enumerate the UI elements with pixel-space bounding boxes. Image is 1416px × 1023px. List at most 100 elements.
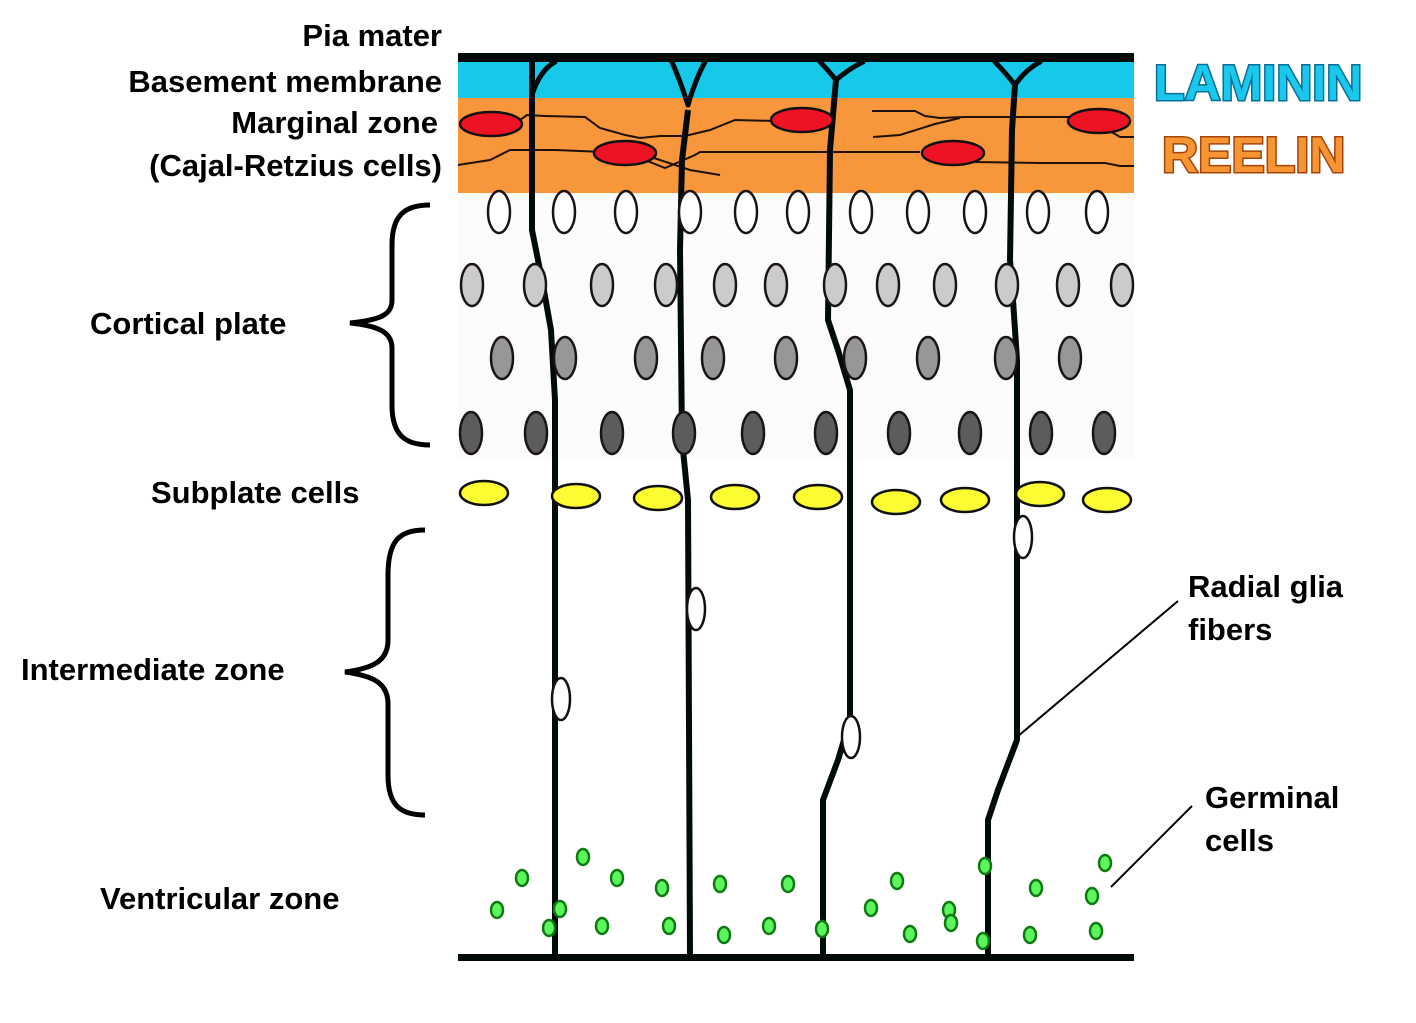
cortical-plate-neuron <box>1055 262 1081 308</box>
cortical-plate-neuron <box>523 410 549 456</box>
cortical-plate-neuron <box>842 335 868 381</box>
cajal-retzius-cell <box>458 110 524 138</box>
cortical-plate-neuron <box>671 410 697 456</box>
germinal-cell <box>712 874 728 894</box>
subplate-cell <box>870 488 922 516</box>
germinal-cell <box>780 874 796 894</box>
intermediate-zone-label: Intermediate zone <box>21 652 285 687</box>
marginal-zone-label: Marginal zone <box>231 105 438 140</box>
cajal-retzius-cell <box>1066 107 1132 135</box>
migrating-neuron <box>685 586 707 632</box>
cortical-plate-neuron <box>822 262 848 308</box>
germinal-cell <box>552 899 568 919</box>
cortical-plate-neuron <box>905 189 931 235</box>
basement-membrane-label: Basement membrane <box>128 64 442 99</box>
cortical-plate-neuron <box>1109 262 1135 308</box>
cortical-plate-neuron <box>763 262 789 308</box>
cortical-plate-neuron <box>773 335 799 381</box>
germinal-cell <box>975 931 991 951</box>
pia-mater-label: Pia mater <box>302 18 442 53</box>
germinal-cell <box>863 898 879 918</box>
germinal-cell <box>1022 925 1038 945</box>
cortical-plate-neuron <box>957 410 983 456</box>
cortical-plate-neuron <box>1084 189 1110 235</box>
cortical-plate-neuron <box>740 410 766 456</box>
migrating-neuron <box>550 676 572 722</box>
cortical-plate-neuron <box>994 262 1020 308</box>
reelin-label: REELIN <box>1162 127 1345 183</box>
germinal-cell <box>661 916 677 936</box>
cortical-plate-neuron <box>489 335 515 381</box>
subplate-cell <box>550 482 602 510</box>
cortical-plate-neuron <box>848 189 874 235</box>
ventricular-surface-line <box>458 954 1134 961</box>
subplate-cell <box>632 484 684 512</box>
germinal-callout-line <box>1110 805 1193 888</box>
cortical-plate-neuron <box>599 410 625 456</box>
cajal-retzius-cell <box>592 139 658 167</box>
germinal-cell <box>609 868 625 888</box>
cortical-plate-neuron <box>551 189 577 235</box>
cortical-plate-neuron <box>1025 189 1051 235</box>
cortical-plate-neuron <box>1028 410 1054 456</box>
germinal-cell <box>1088 921 1104 941</box>
subplate-cell <box>792 483 844 511</box>
subplate-cell <box>1081 486 1133 514</box>
subplate-cell <box>709 483 761 511</box>
subplate-cell <box>939 486 991 514</box>
germinal-cell <box>541 918 557 938</box>
radial-glia-callout-line <box>1016 600 1179 738</box>
cajal-retzius-label: (Cajal-Retzius cells) <box>149 148 442 183</box>
germinal-cell <box>514 868 530 888</box>
radial-glia-label-line2: fibers <box>1188 612 1272 647</box>
cortical-plate-neuron <box>962 189 988 235</box>
cortical-plate-neuron <box>813 410 839 456</box>
radial-glia-endfeet <box>529 59 1043 108</box>
germinal-cell <box>594 916 610 936</box>
subplate-cell <box>1014 480 1066 508</box>
cortical-plate-neuron <box>886 410 912 456</box>
cortical-plate-neuron <box>633 335 659 381</box>
germinal-cells-label-line1: Germinal <box>1205 780 1339 815</box>
cortical-plate-neuron <box>993 335 1019 381</box>
germinal-cell <box>761 916 777 936</box>
laminin-label: LAMININ <box>1154 55 1362 111</box>
cortical-plate-neuron <box>589 262 615 308</box>
cortical-plate-neuron <box>677 189 703 235</box>
cortical-plate-neuron <box>932 262 958 308</box>
germinal-cell <box>654 878 670 898</box>
cortical-plate-neuron <box>733 189 759 235</box>
cortical-plate-background <box>458 193 1134 461</box>
germinal-cell <box>943 913 959 933</box>
migrating-neuron <box>840 714 862 760</box>
cortical-plate-neuron <box>700 335 726 381</box>
radial-glia-fiber <box>677 109 693 956</box>
germinal-cell <box>575 847 591 867</box>
germinal-cell <box>977 856 993 876</box>
germinal-cell <box>902 924 918 944</box>
cortical-plate-label: Cortical plate <box>90 306 286 341</box>
cortical-plate-neuron <box>1091 410 1117 456</box>
migrating-neuron <box>1012 514 1034 560</box>
subplate-cell <box>458 479 510 507</box>
cortical-plate-neuron <box>785 189 811 235</box>
cortical-plate-neuron <box>459 262 485 308</box>
germinal-cell <box>889 871 905 891</box>
radial-glia-label-line1: Radial glia <box>1188 569 1344 604</box>
cortical-plate-neuron <box>653 262 679 308</box>
germinal-cells-label-line2: cells <box>1205 823 1274 858</box>
radial-glia-fiber <box>820 79 853 955</box>
ventricular-zone-label: Ventricular zone <box>100 881 339 916</box>
germinal-cell <box>1028 878 1044 898</box>
cortical-plate-neuron <box>1057 335 1083 381</box>
germinal-cell <box>716 925 732 945</box>
germinal-cell <box>1097 853 1113 873</box>
germinal-cell <box>814 919 830 939</box>
germinal-cell <box>489 900 505 920</box>
cortical-plate-neuron <box>522 262 548 308</box>
intermediate-zone-bracket <box>344 527 426 818</box>
cortical-plate-neuron <box>613 189 639 235</box>
cells <box>458 106 1135 951</box>
germinal-cell <box>1084 886 1100 906</box>
